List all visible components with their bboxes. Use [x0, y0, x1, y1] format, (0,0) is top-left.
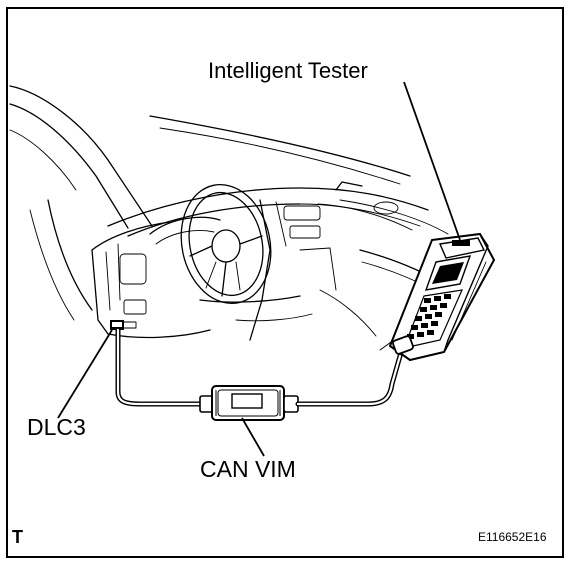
can-vim-device	[199, 385, 299, 421]
can-vim-label: CAN VIM	[200, 456, 296, 482]
cable-vim-to-tester	[295, 353, 403, 407]
figure-code: E116652E16	[478, 530, 547, 544]
cable-dlc3-to-vim	[115, 327, 209, 407]
car-interior	[9, 85, 449, 351]
can-vim-leader-line	[241, 417, 265, 457]
dlc3-port	[110, 320, 124, 330]
intelligent-tester-device	[388, 232, 496, 362]
dlc3-label: DLC3	[27, 414, 86, 440]
intelligent-tester-label: Intelligent Tester	[208, 58, 368, 83]
tester-keypad	[407, 294, 451, 339]
view-marker: T	[12, 527, 23, 547]
figure-border	[6, 7, 564, 558]
tester-leader-line	[403, 81, 461, 241]
dlc3-leader-line	[57, 329, 113, 419]
